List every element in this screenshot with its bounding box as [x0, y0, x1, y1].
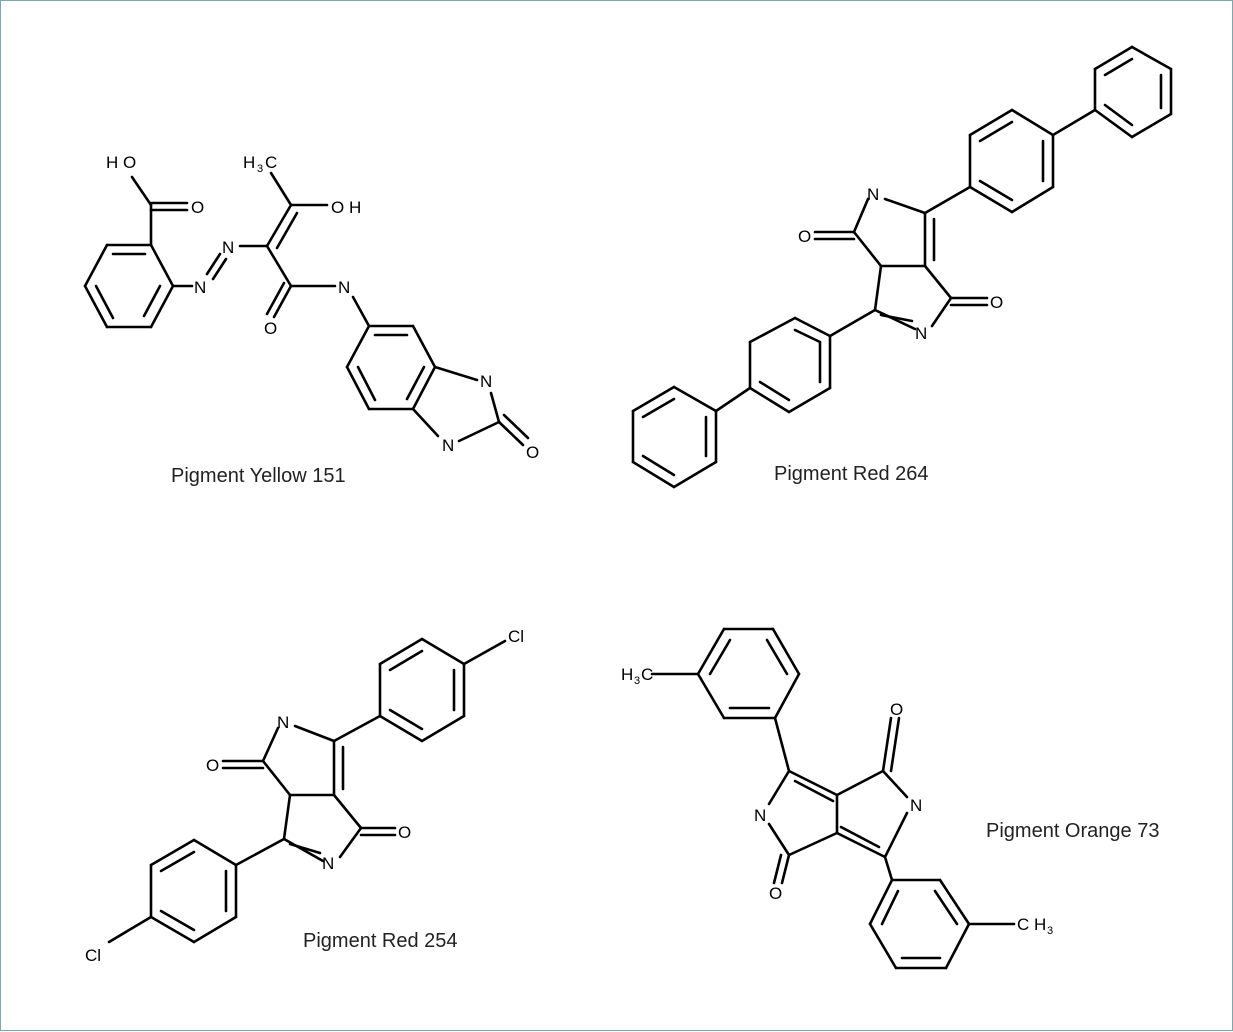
pigment-yellow-151-label: Pigment Yellow 151 — [171, 465, 346, 487]
po73-core-bonds — [767, 716, 909, 885]
py151-atom-h3c-sub: 3 — [257, 163, 263, 175]
py151-atom-oh: O H — [331, 198, 361, 217]
po73-atom-h3c-c: C — [641, 665, 653, 684]
pr254-core-bonds — [221, 714, 397, 867]
pigment-yellow-151-structure: H O O H 3 C O H N N O N N N O Pigment Ye… — [83, 153, 539, 487]
pr254-chlorophenyl-bottom-bonds — [107, 838, 238, 944]
pr264-core-bonds — [813, 185, 989, 338]
po73-tolyl-bottom-bonds — [868, 878, 1016, 970]
pr264-atom-o2: O — [990, 293, 1003, 312]
pigment-red-264-label: Pigment Red 264 — [774, 463, 929, 485]
pr264-atom-o1: O — [798, 227, 811, 246]
pigment-red-254-structure: N N O O Cl Cl Pigment Red 254 — [85, 627, 524, 965]
pr254-atom-n1: N — [277, 713, 289, 732]
pr254-atom-cl2: Cl — [85, 946, 101, 965]
pr264-biphenyl-top-bonds — [968, 45, 1173, 214]
pr264-biphenyl-bottom-bonds — [631, 316, 832, 489]
py151-atom-n-azo2: N — [194, 278, 206, 297]
po73-atom-o1: O — [890, 700, 903, 719]
pr254-atom-o1: O — [206, 756, 219, 775]
pr254-atom-cl1: Cl — [508, 627, 524, 646]
py151-atom-n-azo1: N — [222, 238, 234, 257]
py151-atom-ho: H O — [106, 153, 136, 172]
pigment-orange-73-label: Pigment Orange 73 — [986, 820, 1159, 842]
po73-atom-ch3-sub: 3 — [1047, 925, 1053, 937]
po73-atom-h3c-h: H — [621, 665, 633, 684]
py151-benzimidazolone-bonds — [345, 324, 530, 447]
py151-azo-bonds — [171, 244, 269, 288]
py151-atom-h3c-c: C — [265, 153, 277, 172]
pigment-red-254-label: Pigment Red 254 — [303, 930, 458, 952]
pigment-red-264-structure: N N O O Pigment Red 264 — [631, 45, 1173, 489]
py151-atom-o-urea: O — [526, 443, 539, 462]
py151-atom-o-amide: O — [264, 319, 277, 338]
pr254-atom-n2: N — [322, 854, 334, 873]
py151-atom-h3c-h: H — [243, 153, 255, 172]
pr264-atom-n2: N — [915, 324, 927, 343]
py151-atom-nh-amide: N — [338, 278, 350, 297]
py151-atom-o-acid: O — [191, 198, 204, 217]
py151-carboxyl-bonds — [130, 175, 189, 247]
py151-benzene-ring — [83, 243, 175, 329]
py151-atom-n-ring1: N — [480, 372, 492, 391]
pr264-atom-n1: N — [867, 185, 879, 204]
po73-atom-ch3: C H — [1017, 915, 1046, 934]
po73-atom-h3c-sub: 3 — [634, 675, 640, 687]
po73-atom-n2: N — [910, 796, 922, 815]
py151-enol-bonds — [265, 171, 371, 328]
po73-atom-o2: O — [769, 884, 782, 903]
po73-atom-n1: N — [754, 806, 766, 825]
po73-tolyl-top-bonds — [650, 627, 801, 720]
pigment-orange-73-structure: H 3 C N N O O C H 3 Pigment Orange 73 — [621, 627, 1159, 970]
pr254-atom-o2: O — [398, 823, 411, 842]
py151-atom-n-ring2: N — [442, 436, 454, 455]
pr254-chlorophenyl-top-bonds — [378, 637, 507, 743]
